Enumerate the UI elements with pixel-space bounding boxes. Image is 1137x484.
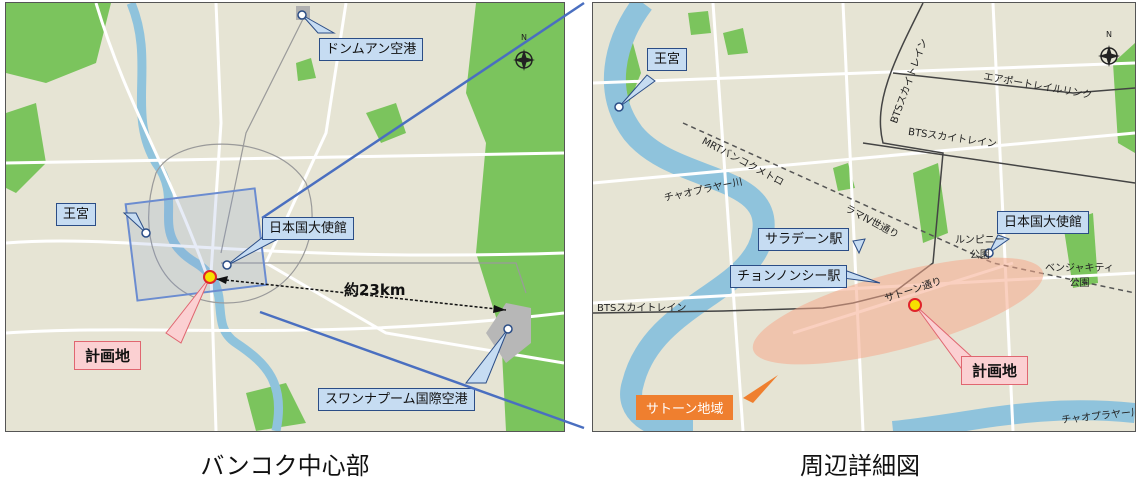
plan-site-label: 計画地 (961, 356, 1029, 385)
north-label: N (521, 33, 527, 42)
embassy-marker (222, 260, 232, 270)
chao-phraya-river (126, 3, 284, 431)
callout-chong-nonsi-station: チョンノンシー駅 (730, 265, 848, 288)
chao-phraya-river (892, 400, 1135, 431)
caption-detail-map: 周辺詳細図 (800, 452, 920, 480)
park-area (466, 3, 564, 431)
caption-bangkok-center: バンコク中心部 (200, 452, 370, 480)
suvarnabhumi-marker (503, 324, 513, 334)
north-label: N (1106, 30, 1112, 39)
bangkok-overview-map: N ドンムアン空港 王宮 日本国大使館 約23km 計画地 スワンナプーム国際空… (5, 2, 565, 432)
callout-don-mueang-airport: ドンムアン空港 (319, 38, 424, 61)
label-benjakitti-park: ベンジャキティ 公園 (1045, 263, 1114, 289)
callout-grand-palace: 王宮 (647, 48, 688, 71)
park-area (296, 58, 316, 81)
park-area (688, 11, 711, 35)
park-area (366, 103, 406, 143)
callout-japan-embassy: 日本国大使館 (262, 217, 355, 240)
embassy-marker (984, 248, 994, 258)
leader-suvarnabhumi (464, 328, 509, 384)
plan-site-label: 計画地 (74, 341, 142, 370)
callout-japan-embassy: 日本国大使館 (997, 211, 1090, 234)
label-bts-bottom: BTSスカイトレイン (597, 303, 687, 314)
leader-area (743, 375, 778, 403)
palace-marker (141, 228, 151, 238)
leader-plan-site (165, 276, 211, 344)
label-lumpini-park: ルンピニー 公園 (955, 235, 1005, 261)
compass-icon (1098, 45, 1120, 67)
callout-suvarnabhumi-airport: スワンナプーム国際空港 (318, 388, 475, 411)
park-area (723, 28, 748, 55)
mrt-line (682, 122, 1135, 294)
leader-don-mueang (301, 14, 336, 34)
leader-saladaeng (852, 238, 866, 255)
distance-arrow (215, 278, 507, 311)
sathorn-area-label: サトーン地域 (636, 395, 734, 420)
leader-palace (618, 74, 656, 108)
plan-site-marker (908, 298, 922, 312)
distance-label: 約23km (344, 281, 406, 299)
callout-grand-palace: 王宮 (56, 203, 97, 226)
park-area (6, 103, 46, 193)
palace-marker (614, 102, 624, 112)
lumpini-park (913, 163, 948, 243)
sathorn-area (752, 257, 1044, 365)
detail-map: N BTSスカイトレイン エアポートレイルリンク BTSスカイトレイン MRTバ… (592, 2, 1136, 432)
park-area (1113, 43, 1135, 153)
callout-saladaeng-station: サラデーン駅 (758, 228, 850, 251)
plan-site-marker (203, 270, 217, 284)
leader-embassy (988, 234, 1011, 254)
don-mueang-marker (297, 10, 307, 20)
expressways (148, 12, 527, 304)
leader-palace (122, 212, 147, 234)
compass-icon (513, 49, 535, 71)
park-area (6, 3, 111, 83)
